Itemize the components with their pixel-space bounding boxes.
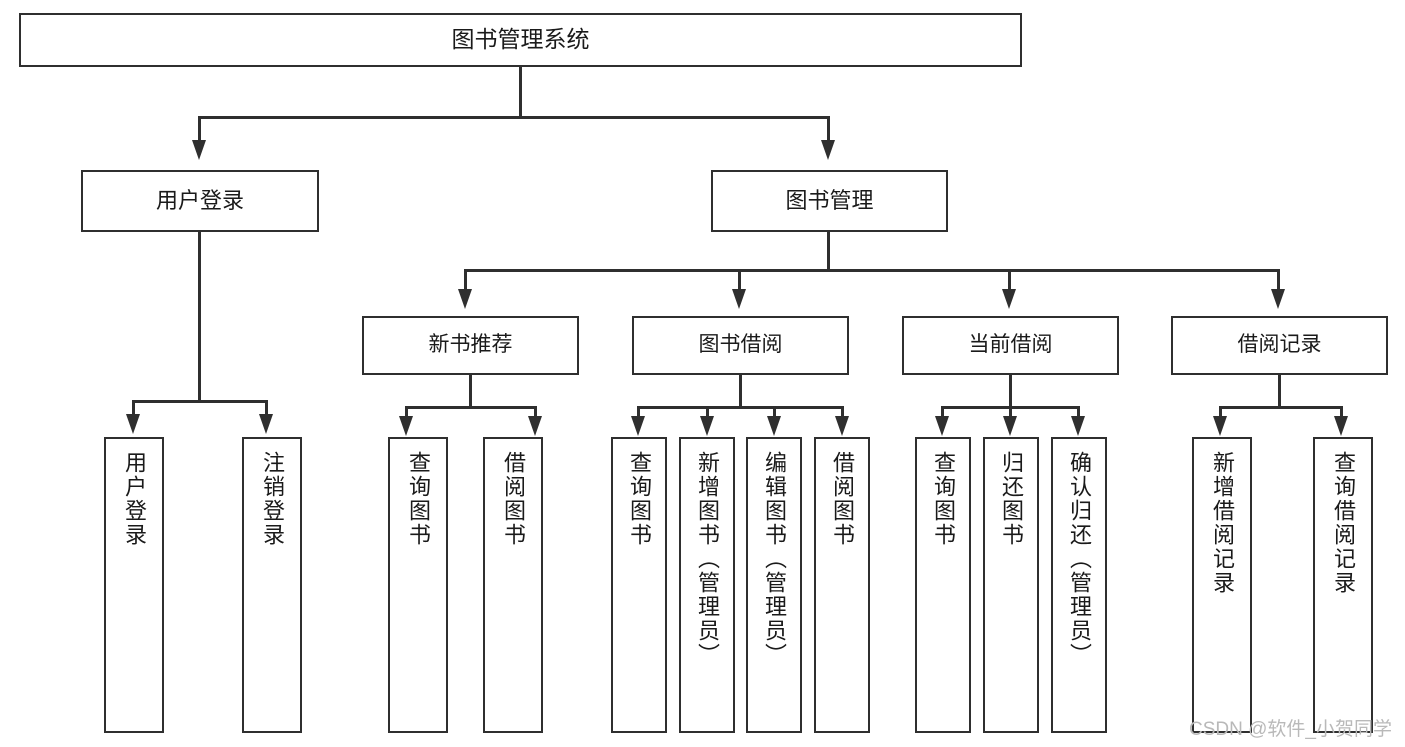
leaf-new-book-query-book[interactable]: 查询图书 xyxy=(388,437,448,733)
connector-borrow-record-leaf-2 xyxy=(1340,406,1343,420)
connector-book-manage-stem xyxy=(827,232,830,271)
arrowhead-user-login-leaf-2 xyxy=(259,414,273,434)
arrowhead-to-new-book xyxy=(458,289,472,309)
arrowhead-current-borrow-leaf-2 xyxy=(1003,416,1017,436)
connector-borrow-record-stem xyxy=(1278,375,1281,408)
connector-to-new-book xyxy=(464,269,467,293)
node-user-login[interactable]: 用户登录 xyxy=(81,170,319,232)
node-label: 图书管理 xyxy=(785,188,874,214)
leaf-current-borrow-return-book[interactable]: 归还图书 xyxy=(983,437,1039,733)
connector-new-book-leaf-1 xyxy=(405,406,408,420)
leaf-label: 注销登录 xyxy=(260,451,285,547)
connector-root-bus xyxy=(198,116,830,119)
leaf-label: 归还图书 xyxy=(999,451,1024,547)
arrowhead-to-book-borrow xyxy=(732,289,746,309)
connector-book-borrow-bus xyxy=(637,406,844,409)
connector-book-borrow-leaf-3 xyxy=(773,406,776,420)
connector-root-to-user-login xyxy=(198,116,201,144)
connector-user-login-stem xyxy=(198,232,201,402)
connector-current-borrow-leaf-1 xyxy=(941,406,944,420)
connector-book-manage-bus xyxy=(464,269,1280,272)
node-label: 图书管理系统 xyxy=(451,26,590,53)
arrowhead-new-book-leaf-1 xyxy=(399,416,413,436)
connector-current-borrow-leaf-2 xyxy=(1009,406,1012,420)
leaf-borrow-record-query-record[interactable]: 查询借阅记录 xyxy=(1313,437,1373,733)
leaf-user-login-login[interactable]: 用户登录 xyxy=(104,437,164,733)
leaf-label: 借阅图书 xyxy=(501,451,526,547)
arrowhead-current-borrow-leaf-3 xyxy=(1071,416,1085,436)
leaf-label: 新增借阅记录 xyxy=(1210,451,1235,595)
connector-book-borrow-leaf-2 xyxy=(706,406,709,420)
leaf-label: 用户登录 xyxy=(122,451,147,547)
leaf-label: 查询图书 xyxy=(406,451,431,547)
arrowhead-user-login-leaf-1 xyxy=(126,414,140,434)
arrowhead-current-borrow-leaf-1 xyxy=(935,416,949,436)
connector-root-stem xyxy=(519,67,522,118)
connector-current-borrow-stem xyxy=(1009,375,1012,408)
connector-new-book-stem xyxy=(469,375,472,408)
connector-user-login-left xyxy=(132,400,135,418)
connector-book-borrow-leaf-1 xyxy=(637,406,640,420)
leaf-book-borrow-query-book[interactable]: 查询图书 xyxy=(611,437,667,733)
arrowhead-to-book-manage xyxy=(821,140,835,160)
arrowhead-to-user-login xyxy=(192,140,206,160)
leaf-book-borrow-add-book-admin[interactable]: 新增图书（管理员） xyxy=(679,437,735,733)
node-book-manage[interactable]: 图书管理 xyxy=(711,170,948,232)
connector-borrow-record-leaf-1 xyxy=(1219,406,1222,420)
leaf-new-book-borrow-book[interactable]: 借阅图书 xyxy=(483,437,543,733)
arrowhead-book-borrow-leaf-1 xyxy=(631,416,645,436)
node-label: 新书推荐 xyxy=(428,333,513,357)
arrowhead-borrow-record-leaf-2 xyxy=(1334,416,1348,436)
connector-to-borrow-record xyxy=(1277,269,1280,293)
leaf-user-login-logout[interactable]: 注销登录 xyxy=(242,437,302,733)
leaf-label: 新增图书（管理员） xyxy=(695,451,720,667)
connector-new-book-leaf-2 xyxy=(534,406,537,420)
connector-to-current-borrow xyxy=(1008,269,1011,293)
leaf-book-borrow-borrow-book[interactable]: 借阅图书 xyxy=(814,437,870,733)
leaf-book-borrow-edit-book-admin[interactable]: 编辑图书（管理员） xyxy=(746,437,802,733)
node-label: 借阅记录 xyxy=(1237,333,1322,357)
leaf-current-borrow-query-book[interactable]: 查询图书 xyxy=(915,437,971,733)
leaf-label: 查询图书 xyxy=(627,451,652,547)
connector-current-borrow-leaf-3 xyxy=(1077,406,1080,420)
connector-borrow-record-bus xyxy=(1219,406,1343,409)
leaf-label: 确认归还（管理员） xyxy=(1067,451,1092,667)
leaf-label: 查询图书 xyxy=(931,451,956,547)
connector-book-borrow-stem xyxy=(739,375,742,408)
connector-user-login-bus xyxy=(132,400,267,403)
arrowhead-book-borrow-leaf-2 xyxy=(700,416,714,436)
arrowhead-to-current-borrow xyxy=(1002,289,1016,309)
leaf-label: 查询借阅记录 xyxy=(1331,451,1356,595)
connector-new-book-bus xyxy=(405,406,537,409)
arrowhead-book-borrow-leaf-4 xyxy=(835,416,849,436)
node-new-book-recommend[interactable]: 新书推荐 xyxy=(362,316,579,375)
connector-to-book-borrow xyxy=(738,269,741,293)
connector-user-login-right xyxy=(265,400,268,418)
node-borrow-record[interactable]: 借阅记录 xyxy=(1171,316,1388,375)
node-label: 当前借阅 xyxy=(968,333,1053,357)
node-book-borrow[interactable]: 图书借阅 xyxy=(632,316,849,375)
connector-root-to-book-manage xyxy=(827,116,830,144)
leaf-borrow-record-add-record[interactable]: 新增借阅记录 xyxy=(1192,437,1252,733)
connector-book-borrow-leaf-4 xyxy=(841,406,844,420)
node-root-system[interactable]: 图书管理系统 xyxy=(19,13,1022,67)
leaf-current-borrow-confirm-return-admin[interactable]: 确认归还（管理员） xyxy=(1051,437,1107,733)
leaf-label: 编辑图书（管理员） xyxy=(762,451,787,667)
node-label: 用户登录 xyxy=(155,188,244,214)
leaf-label: 借阅图书 xyxy=(830,451,855,547)
arrowhead-to-borrow-record xyxy=(1271,289,1285,309)
node-current-borrow[interactable]: 当前借阅 xyxy=(902,316,1119,375)
arrowhead-borrow-record-leaf-1 xyxy=(1213,416,1227,436)
arrowhead-book-borrow-leaf-3 xyxy=(767,416,781,436)
node-label: 图书借阅 xyxy=(698,333,783,357)
arrowhead-new-book-leaf-2 xyxy=(528,416,542,436)
